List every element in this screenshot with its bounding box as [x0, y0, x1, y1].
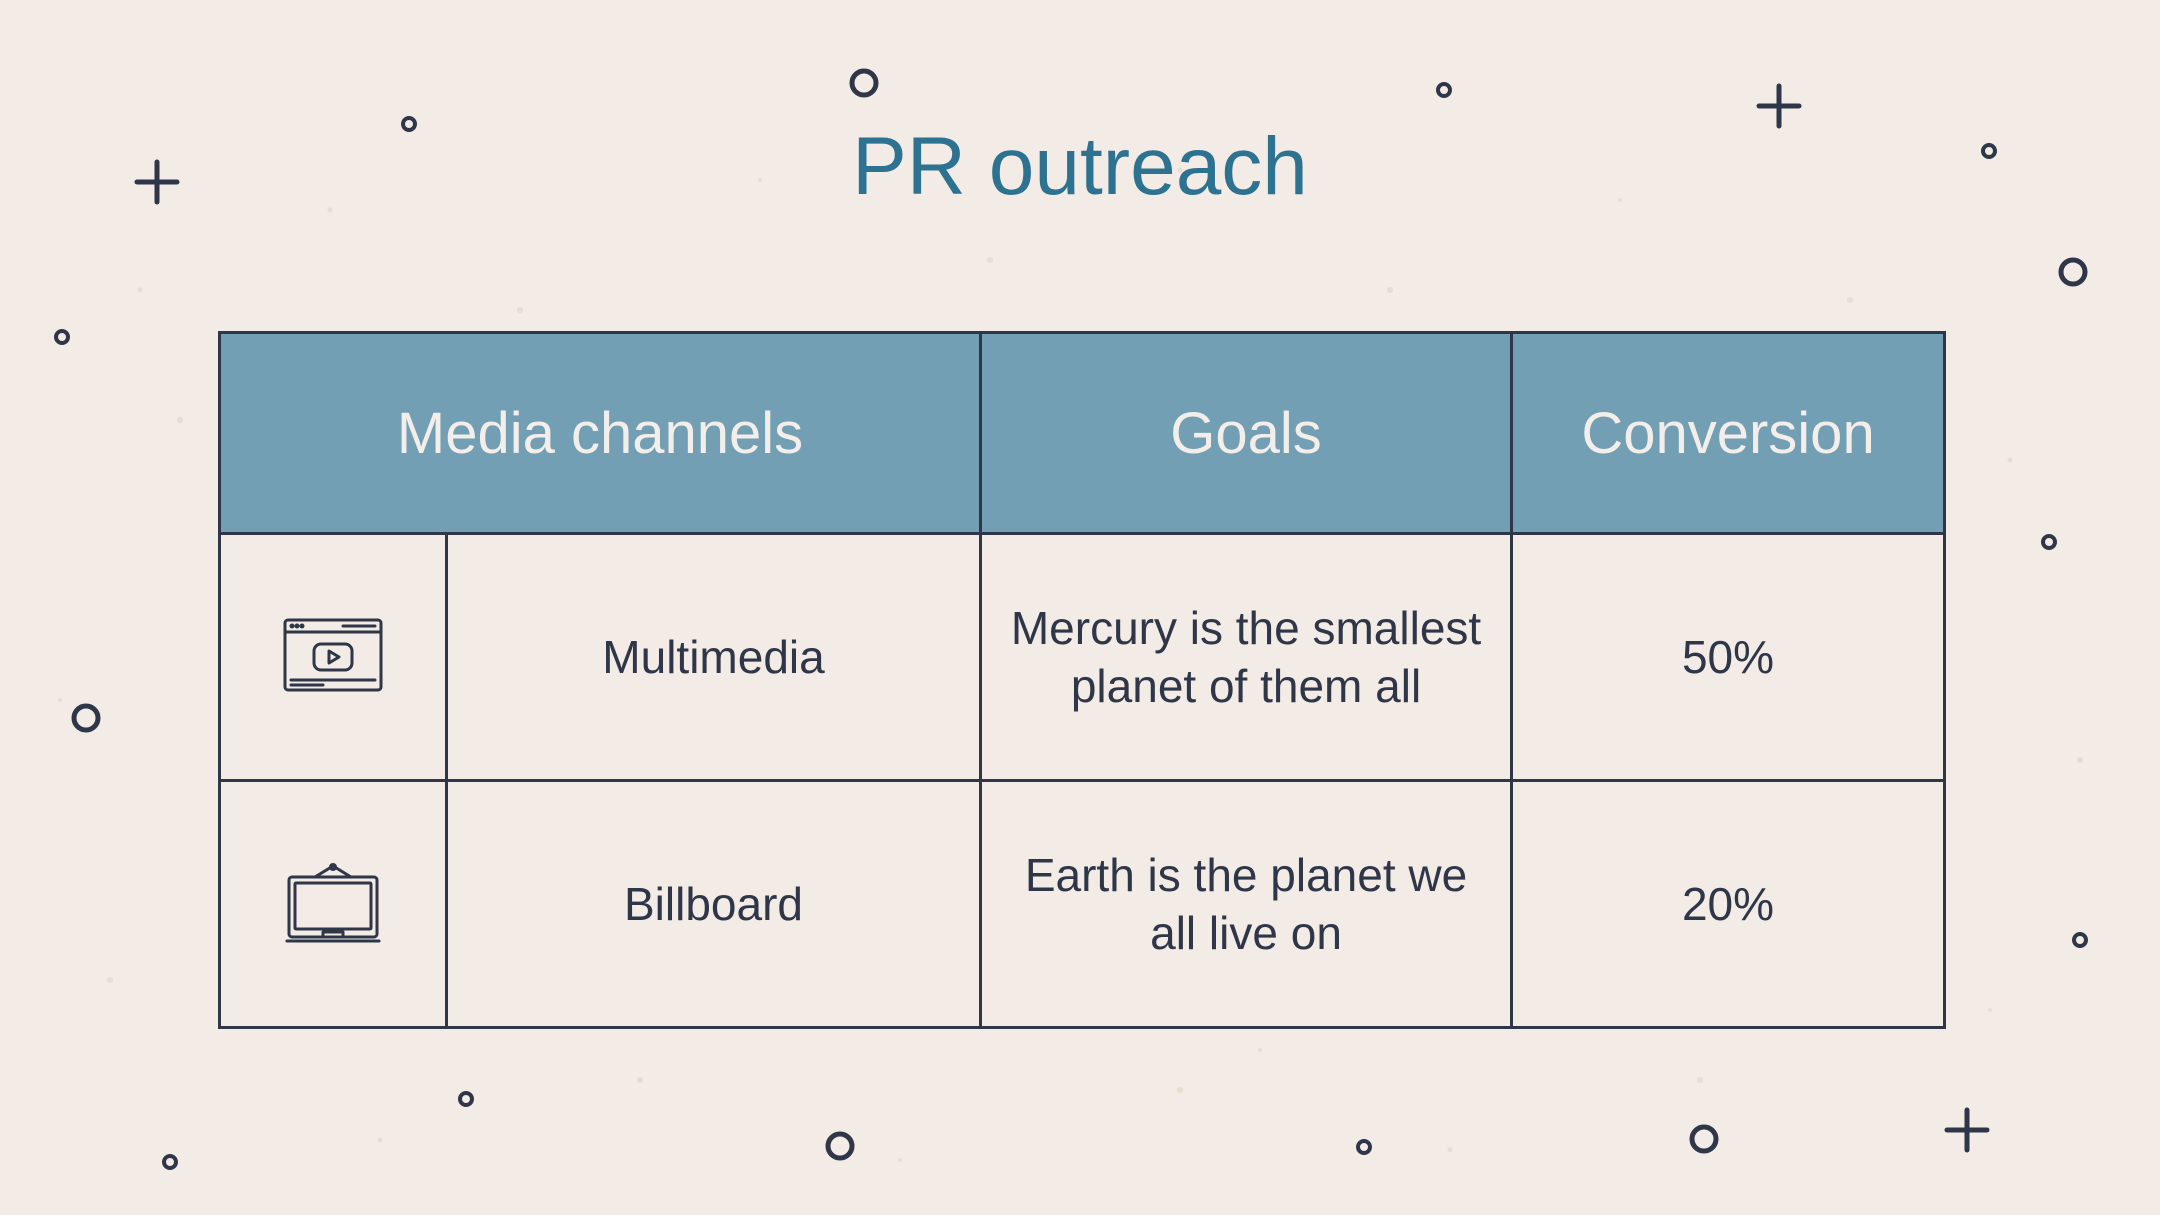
circle-icon — [71, 703, 101, 733]
video-player-icon — [221, 618, 445, 696]
channel-name: Multimedia — [444, 532, 983, 782]
circle-icon — [401, 116, 417, 132]
plus-icon — [1756, 83, 1802, 129]
row-icon-cell — [218, 779, 448, 1029]
plus-icon — [1944, 1107, 1990, 1153]
goal-text: Earth is the planet we all live on — [979, 779, 1514, 1029]
conversion-value: 20% — [1510, 779, 1947, 1029]
circle-icon — [1436, 82, 1452, 98]
table-row: Multimedia Mercury is the smallest plane… — [218, 532, 1947, 782]
data-table: Media channels Goals Conversion — [217, 331, 1947, 1029]
circle-icon — [458, 1091, 474, 1107]
header-conversion: Conversion — [1510, 331, 1947, 535]
row-icon-cell — [218, 532, 448, 782]
circle-icon — [2058, 257, 2088, 287]
header-media-channels: Media channels — [217, 331, 983, 535]
circle-icon — [162, 1154, 178, 1170]
billboard-icon — [221, 863, 445, 945]
circle-icon — [849, 68, 879, 98]
table-header-row: Media channels Goals Conversion — [217, 331, 1947, 535]
circle-icon — [825, 1131, 855, 1161]
circle-icon — [1981, 143, 1997, 159]
pr-outreach-table: Media channels Goals Conversion — [217, 331, 1947, 1029]
conversion-value: 50% — [1510, 532, 1947, 782]
circle-icon — [2041, 534, 2057, 550]
channel-name: Billboard — [444, 779, 983, 1029]
goal-text: Mercury is the smallest planet of them a… — [979, 532, 1514, 782]
circle-icon — [2072, 932, 2088, 948]
circle-icon — [1356, 1139, 1372, 1155]
header-goals: Goals — [979, 331, 1514, 535]
page-title: PR outreach — [852, 121, 1308, 212]
plus-icon — [134, 159, 180, 205]
table-row: Billboard Earth is the planet we all liv… — [218, 779, 1947, 1029]
circle-icon — [1689, 1124, 1719, 1154]
circle-icon — [54, 329, 70, 345]
